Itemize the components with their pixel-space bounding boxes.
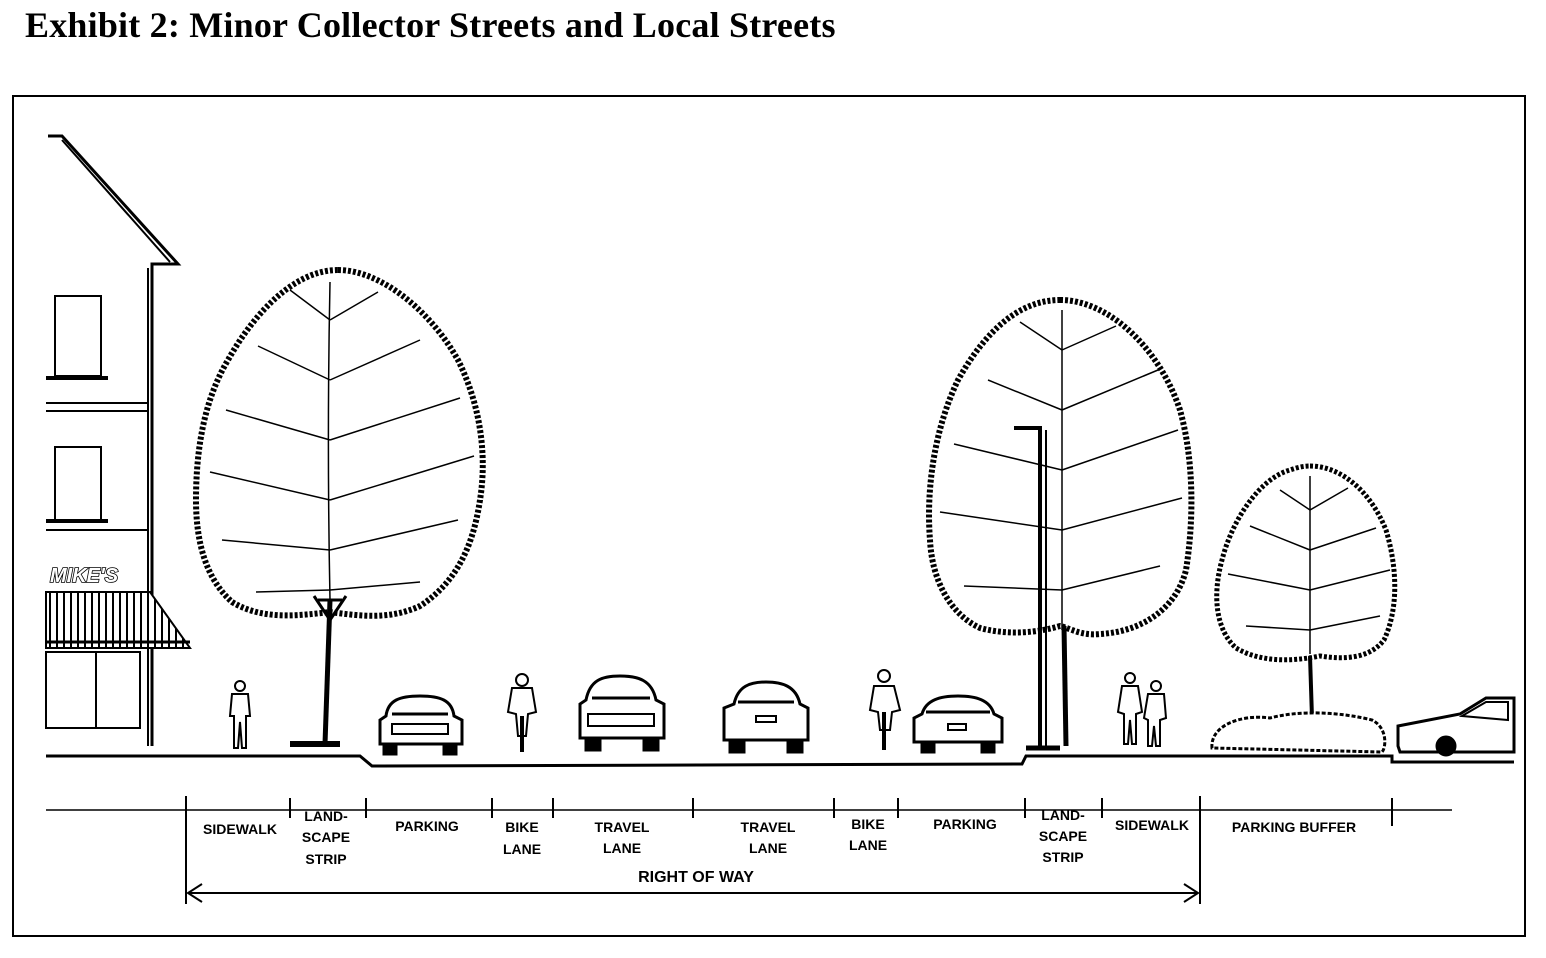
segment-labels: SIDEWALK LAND- SCAPE STRIP PARKING BIKE … xyxy=(203,807,1356,867)
segment-label-line: LANE xyxy=(749,840,787,856)
segment-label-line: SIDEWALK xyxy=(203,821,277,837)
segment-label-line: PARKING BUFFER xyxy=(1232,819,1356,835)
page-title: Exhibit 2: Minor Collector Streets and L… xyxy=(25,5,836,45)
segment-label-line: SIDEWALK xyxy=(1115,817,1189,833)
segment-landscape-strip-left: LAND- SCAPE STRIP xyxy=(302,808,350,867)
segment-label-line: BIKE xyxy=(505,819,538,835)
hedge xyxy=(1210,711,1387,754)
segment-landscape-strip-right: LAND- SCAPE STRIP xyxy=(1039,807,1087,865)
segment-label-line: LANE xyxy=(603,840,641,856)
tree-small xyxy=(1210,463,1398,754)
car-parked-right xyxy=(912,694,1004,754)
segment-travel-lane-left: TRAVEL LANE xyxy=(595,819,650,856)
right-of-way-arrow xyxy=(186,883,1200,903)
segment-label-line: SCAPE xyxy=(1039,828,1087,844)
segment-label-line: LANE xyxy=(849,837,887,853)
segment-label-line: STRIP xyxy=(1042,849,1083,865)
car-travel-right xyxy=(722,680,810,754)
segment-sidewalk-right: SIDEWALK xyxy=(1115,817,1189,833)
segment-label-line: PARKING xyxy=(395,818,459,834)
cyclist-left xyxy=(506,673,538,752)
ground-line xyxy=(46,741,1514,768)
awning xyxy=(45,591,192,649)
diagram-frame xyxy=(12,95,1526,937)
segment-label-line: LANE xyxy=(503,841,541,857)
segment-label-line: STRIP xyxy=(305,851,346,867)
cyclist-right xyxy=(868,669,902,750)
segment-label-line: SCAPE xyxy=(302,829,350,845)
segment-label-line: LAND- xyxy=(1041,807,1085,823)
segment-travel-lane-right: TRAVEL LANE xyxy=(741,819,796,856)
segment-label-line: PARKING xyxy=(933,816,997,832)
pedestrians-right xyxy=(1116,672,1168,747)
right-of-way-label: RIGHT OF WAY xyxy=(638,869,754,886)
car-parking-lot xyxy=(1396,696,1516,757)
segment-parking-right: PARKING xyxy=(933,816,997,832)
segment-label-line: BIKE xyxy=(851,816,884,832)
street-lamp xyxy=(1014,426,1047,746)
segment-bike-lane-left: BIKE LANE xyxy=(503,819,541,857)
shop-sign-text: MIKE'S xyxy=(50,565,119,587)
shop-sign: MIKE'S xyxy=(46,555,144,589)
dimension-line xyxy=(46,796,1452,904)
segment-bike-lane-right: BIKE LANE xyxy=(849,816,887,853)
car-travel-left xyxy=(578,674,666,752)
tree-right xyxy=(926,297,1195,747)
segment-parking-buffer: PARKING BUFFER xyxy=(1232,819,1356,835)
segment-label-line: TRAVEL xyxy=(595,819,650,835)
segment-sidewalk-left: SIDEWALK xyxy=(203,821,277,837)
segment-label-line: LAND- xyxy=(304,808,348,824)
pedestrian-left xyxy=(228,680,252,749)
segment-parking-left: PARKING xyxy=(395,818,459,834)
segment-label-line: TRAVEL xyxy=(741,819,796,835)
building xyxy=(45,134,182,746)
car-parked-left xyxy=(378,694,464,756)
tree-left xyxy=(193,267,486,745)
